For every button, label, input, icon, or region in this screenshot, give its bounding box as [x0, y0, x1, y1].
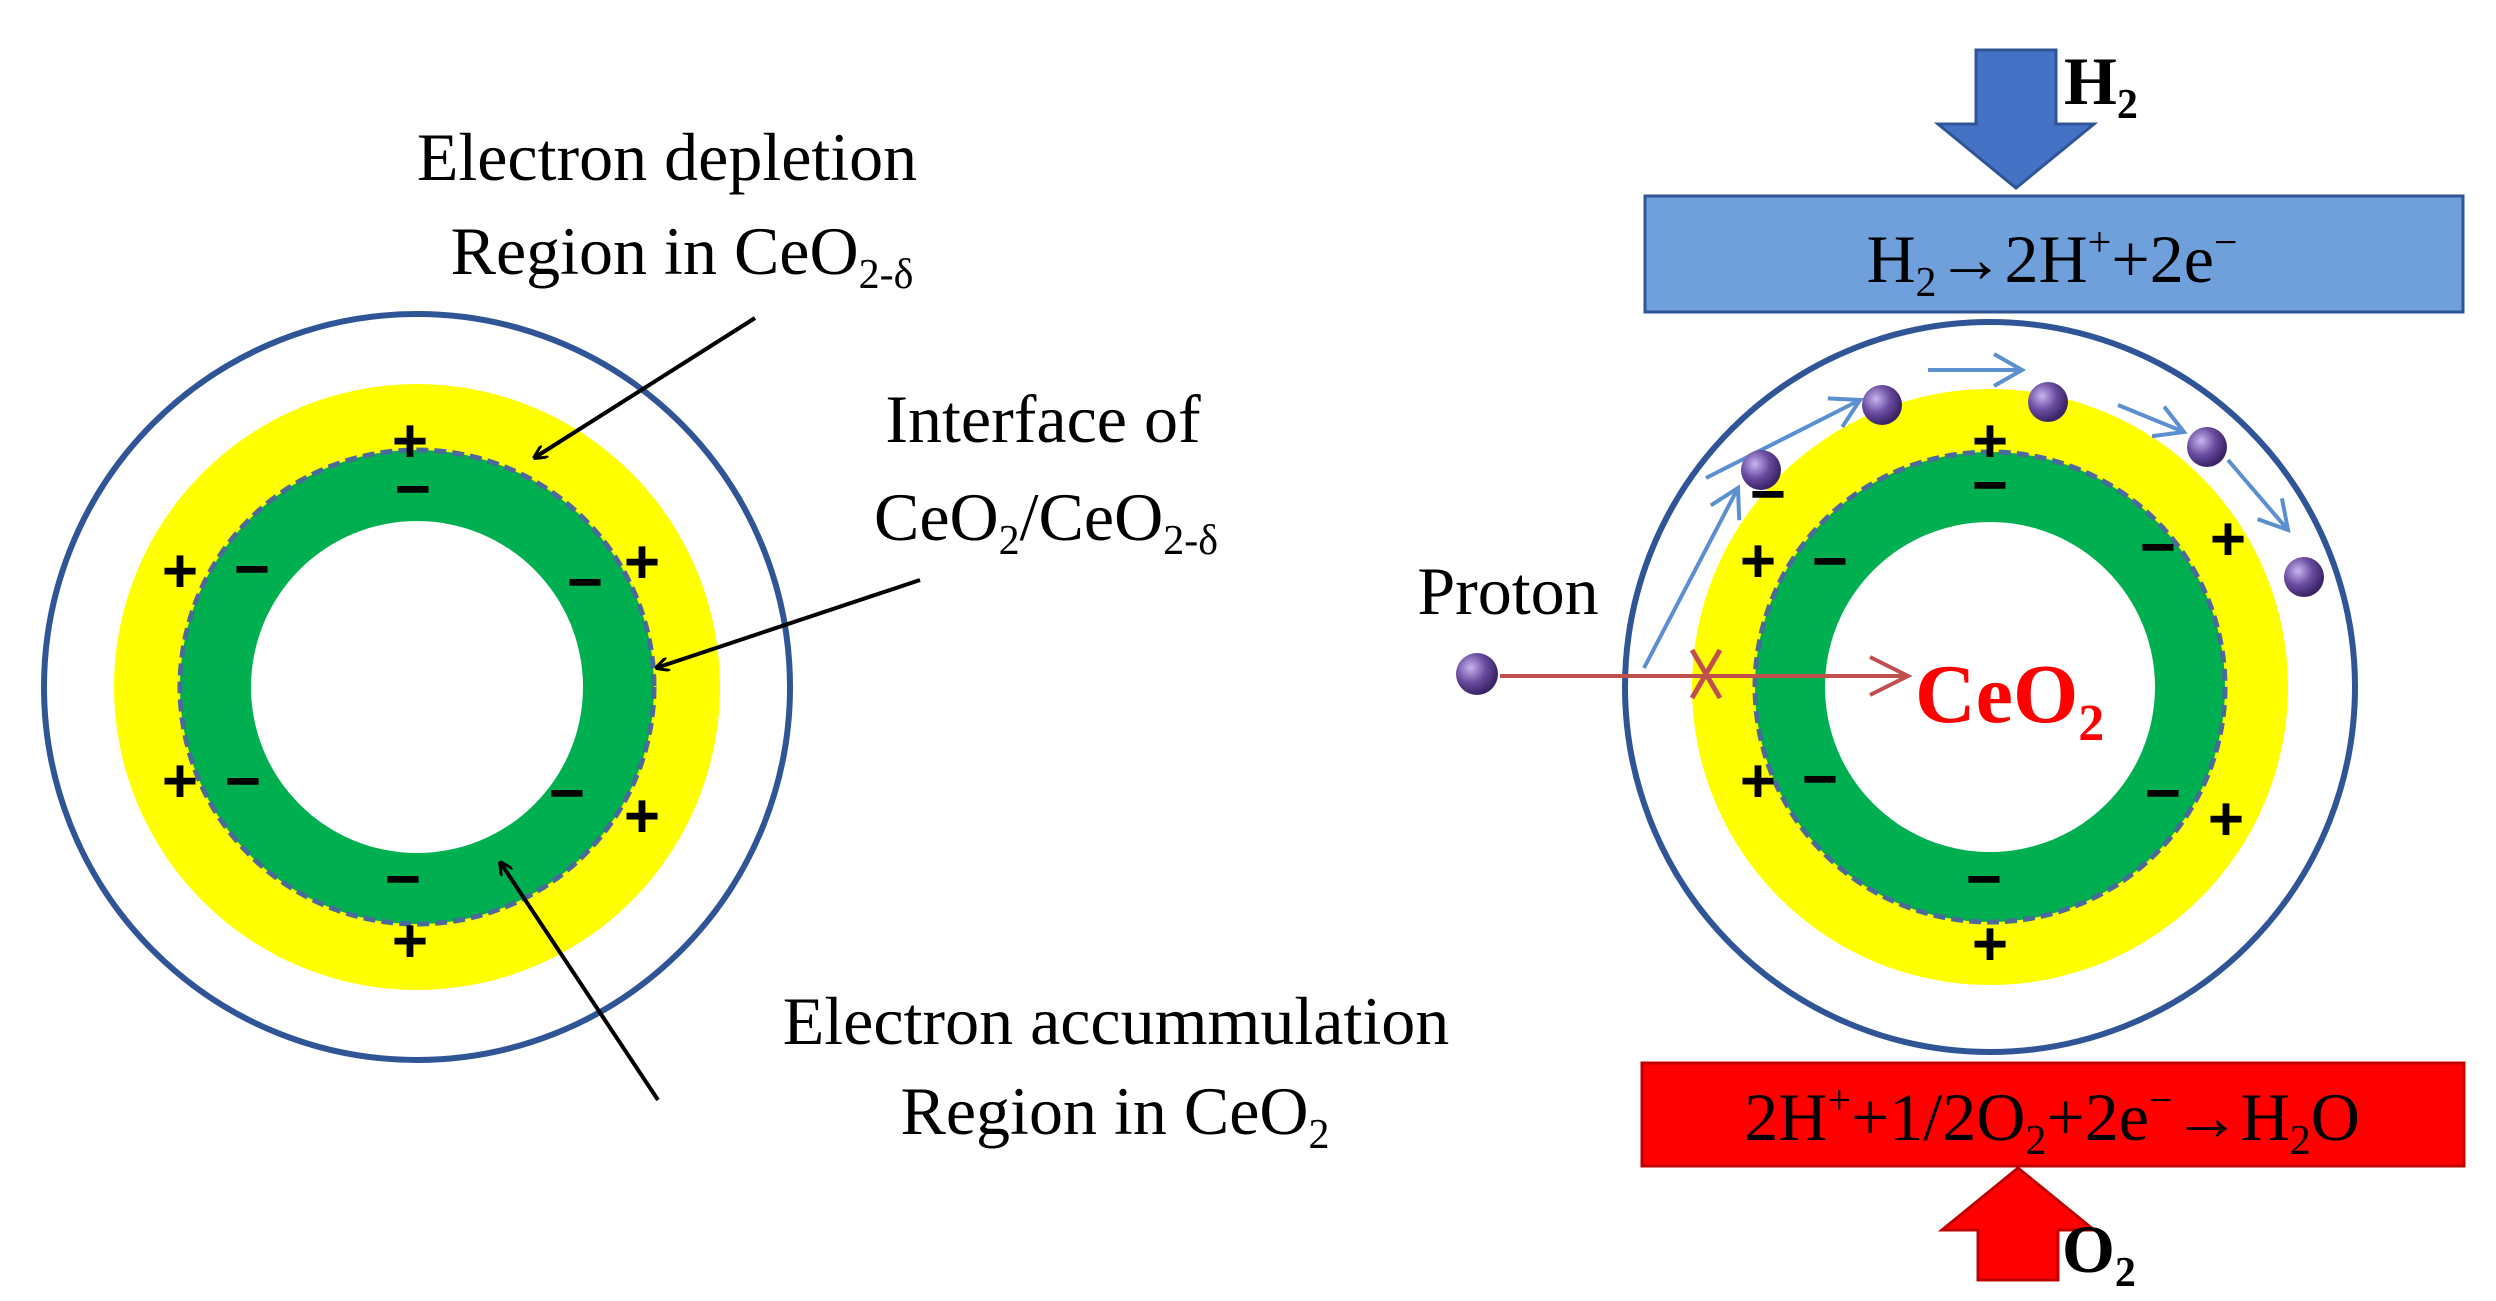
depletion-label-main: Region in CeO [451, 213, 859, 289]
protons [1456, 382, 2324, 695]
minus-sign: − [2140, 513, 2176, 582]
plus-sign: + [2208, 785, 2244, 854]
o2-arrow [1937, 1166, 2099, 1282]
reaction-subscript: 2 [2290, 1118, 2311, 1164]
h2-label: H2 [2064, 43, 2138, 128]
plus-sign: + [162, 537, 198, 606]
proton-sphere [2187, 427, 2227, 467]
core-label-subscript: 2 [2078, 695, 2104, 752]
core-label: CeO2 [1915, 648, 2104, 752]
proton-label: Proton [1417, 553, 1598, 629]
left-pointer-arrows [500, 316, 921, 1102]
depletion-label-line2: Region in CeO2-δ [451, 213, 914, 298]
plus-sign: + [1740, 527, 1776, 596]
reaction-superscript: − [2149, 1078, 2173, 1124]
interface-label-subscript: 2 [999, 518, 1020, 564]
cathode-reaction-text: 2H++1/2O2+2e−→H2O [1744, 1078, 2360, 1164]
surface-path-arrow [2226, 458, 2291, 534]
h2-label-subscript: 2 [2117, 82, 2138, 128]
right-interface-dashed-line [1752, 449, 2228, 925]
right-core [1825, 522, 2155, 852]
minus-sign: − [2145, 759, 2181, 828]
reaction-subscript: 2 [1916, 260, 1937, 306]
blocked-bulk-path [1500, 648, 1913, 700]
plus-sign: + [392, 407, 428, 476]
reaction-part: H [1866, 221, 1915, 297]
left-labels: Electron depletion Region in CeO2-δ Inte… [417, 119, 1449, 1158]
minus-sign: − [225, 747, 261, 816]
interface-label-line1: Interface of [885, 381, 1201, 457]
reaction-part: →2H [1937, 221, 2088, 297]
interface-pointer-arrow [656, 578, 921, 668]
accumulation-label-subscript: 2 [1308, 1112, 1329, 1158]
proton-sphere [2028, 382, 2068, 422]
minus-sign: − [1812, 527, 1848, 596]
block-cross-mark [1689, 648, 1723, 700]
reaction-superscript: + [2088, 220, 2112, 266]
reaction-part: →H [2173, 1079, 2290, 1155]
h2-arrow [1933, 48, 2099, 190]
reaction-subscript: 2 [2025, 1118, 2046, 1164]
minus-sign: − [1972, 451, 2008, 520]
plus-sign: + [624, 528, 660, 597]
o2-label-main: O [2062, 1211, 2115, 1287]
reaction-part: 2H [1744, 1079, 1827, 1155]
o2-up-arrow-shape [1937, 1166, 2099, 1282]
right-charge-signs: + − − + − − + + − − + − + [1740, 407, 2246, 979]
left-particle [41, 311, 793, 1063]
reaction-part: +1/2O [1851, 1079, 2025, 1155]
left-core [251, 521, 583, 853]
right-particle [1622, 319, 2358, 1055]
accumulation-label-line1: Electron accummulation [783, 983, 1450, 1059]
plus-sign: + [1972, 407, 2008, 476]
interface-label-part: CeO [874, 479, 999, 555]
plus-sign: + [624, 782, 660, 851]
plus-sign: + [162, 747, 198, 816]
accumulation-pointer-arrow [500, 862, 660, 1102]
reaction-superscript: − [2214, 220, 2238, 266]
plus-sign: + [1972, 910, 2008, 979]
minus-sign: − [234, 535, 270, 604]
reaction-part: +2e [2046, 1079, 2149, 1155]
reaction-superscript: + [1827, 1078, 1851, 1124]
interface-label-subscript: 2-δ [1163, 518, 1218, 564]
depletion-label-line1: Electron depletion [417, 119, 917, 195]
minus-sign: − [395, 455, 431, 524]
depletion-pointer-arrow [534, 316, 757, 458]
reaction-part: O [2311, 1079, 2360, 1155]
o2-label-subscript: 2 [2115, 1250, 2136, 1296]
cathode-reaction-box [1640, 1061, 2466, 1168]
proton-sphere [2284, 557, 2324, 597]
plus-sign: + [392, 907, 428, 976]
accumulation-label-main: Region in CeO [901, 1073, 1309, 1149]
surface-conduction-path [1642, 352, 2291, 669]
surface-path-arrow [1705, 396, 1864, 480]
plus-sign: + [1740, 747, 1776, 816]
minus-sign: − [549, 759, 585, 828]
h2-label-main: H [2064, 43, 2117, 119]
plus-sign: + [2210, 505, 2246, 574]
minus-sign: − [567, 548, 603, 617]
minus-sign: − [385, 845, 421, 914]
incoming-proton-sphere [1456, 653, 1498, 695]
interface-label-part: /CeO [1020, 479, 1164, 555]
o2-label: O2 [2062, 1211, 2136, 1296]
proton-sphere [1741, 450, 1781, 490]
interface-label-line2: CeO2/CeO2-δ [874, 479, 1218, 564]
core-label-main: CeO [1915, 648, 2078, 741]
surface-path-arrow [1642, 484, 1742, 669]
surface-path-arrow [2117, 403, 2188, 439]
anode-reaction-text: H2→2H++2e− [1866, 220, 2237, 306]
h2-down-arrow-shape [1933, 48, 2099, 190]
proton-sphere [1862, 385, 1902, 425]
minus-sign: − [1802, 745, 1838, 814]
reaction-part: +2e [2111, 221, 2214, 297]
left-charge-signs: + − + − − + + − − + − + [162, 407, 660, 976]
accumulation-label-line2: Region in CeO2 [901, 1073, 1330, 1158]
left-interface-dashed-line [177, 447, 657, 927]
depletion-label-subscript: 2-δ [859, 252, 914, 298]
anode-reaction-box [1643, 194, 2465, 314]
minus-sign: − [1966, 845, 2002, 914]
